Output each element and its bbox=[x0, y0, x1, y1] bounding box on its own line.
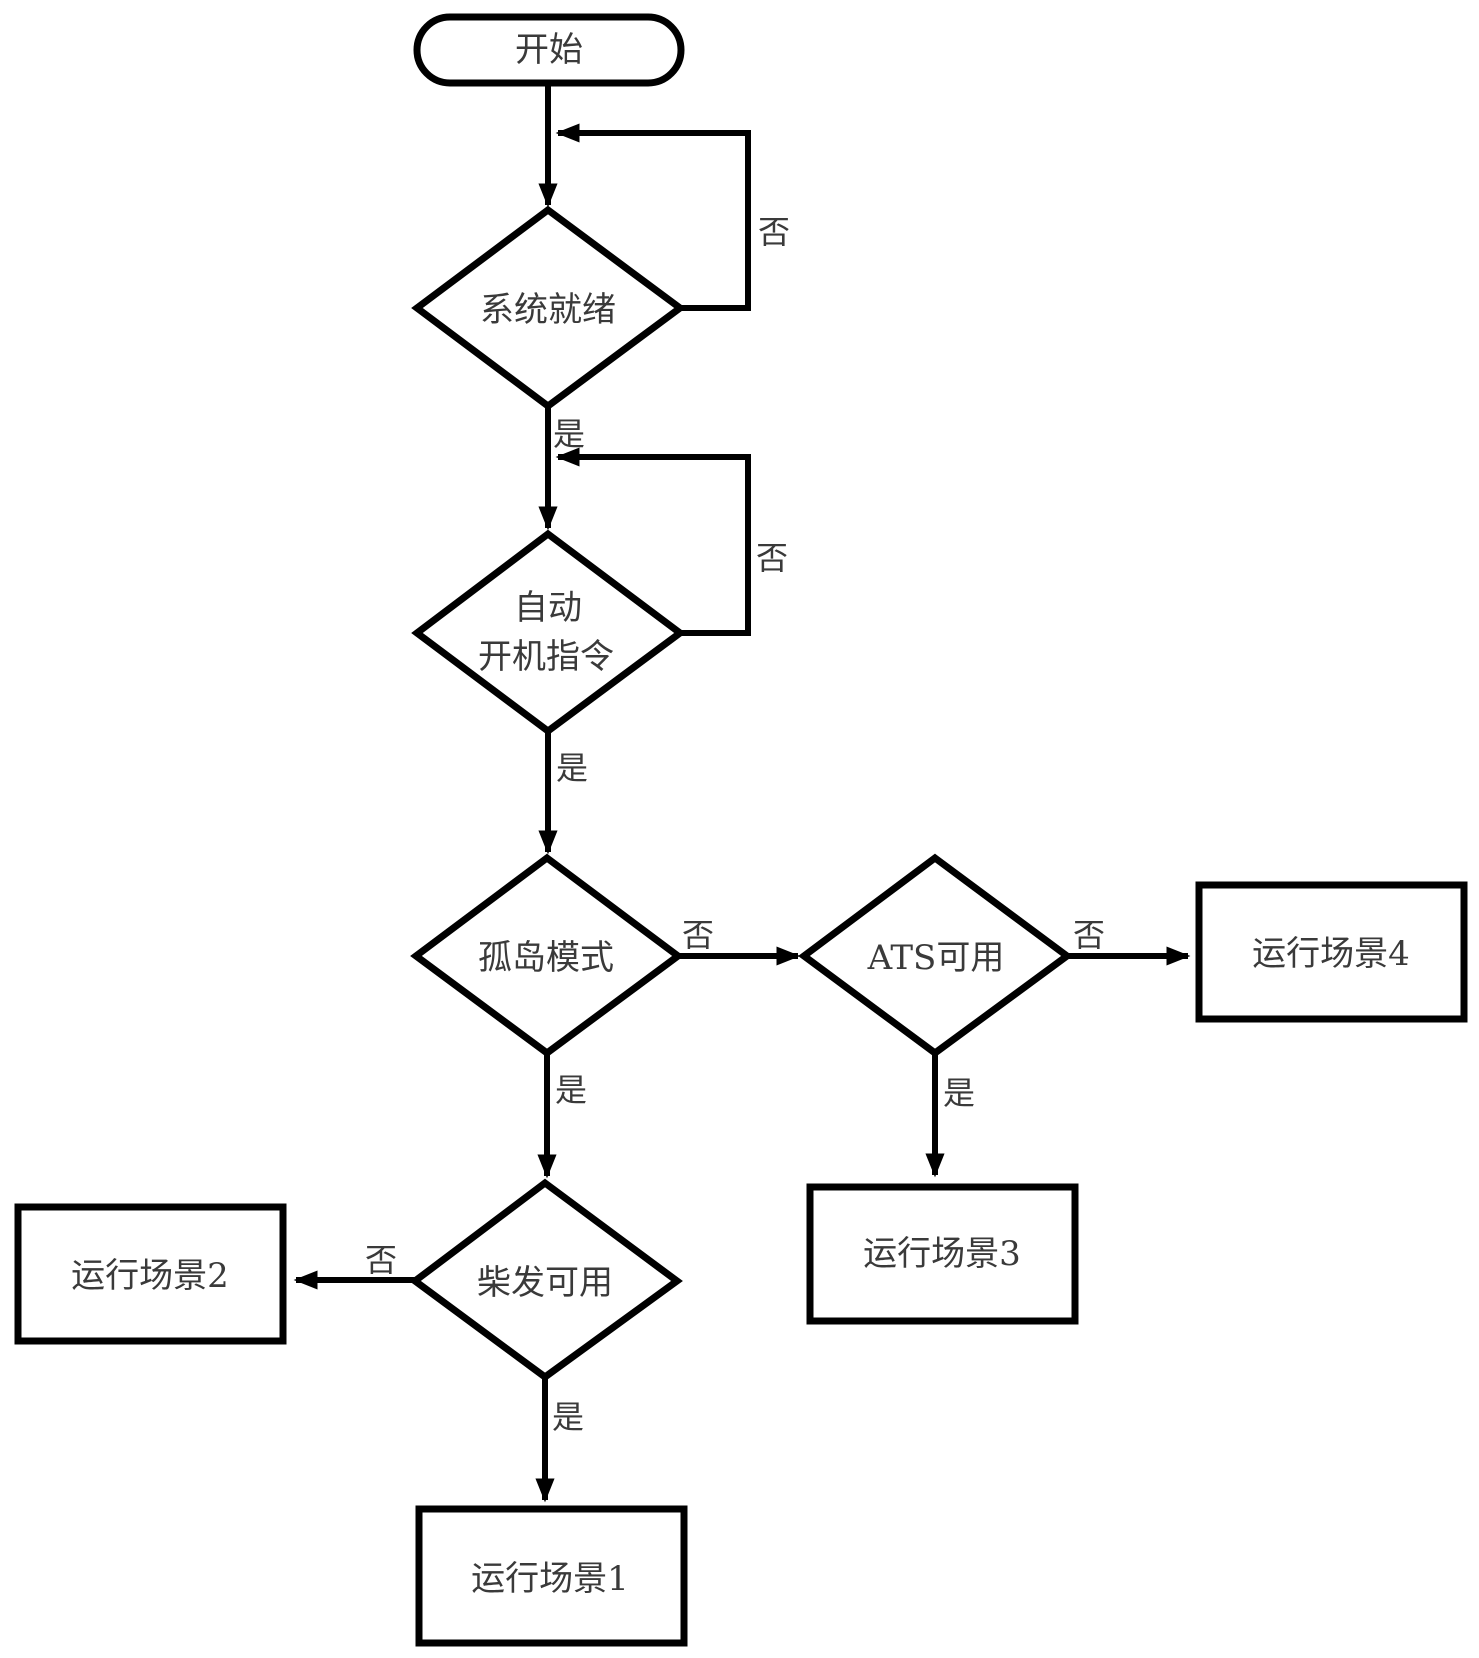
node-scenario-3[interactable]: 运行场景3 bbox=[806, 1183, 1079, 1325]
scenario-1-label: 运行场景1 bbox=[471, 1559, 629, 1599]
edge-label-island-no: 否 bbox=[682, 916, 714, 954]
scenario-4-label: 运行场景4 bbox=[1252, 934, 1410, 974]
auto-start-label-line1: 自动 bbox=[514, 588, 582, 628]
node-scenario-1[interactable]: 运行场景1 bbox=[415, 1505, 688, 1647]
decision-shape bbox=[410, 853, 684, 1058]
process-shape bbox=[806, 1183, 1079, 1325]
edge-label-ats-yes: 是 bbox=[943, 1074, 975, 1112]
decision-shape bbox=[409, 1178, 683, 1382]
process-shape bbox=[415, 1505, 688, 1647]
node-island-mode[interactable]: 孤岛模式 bbox=[410, 853, 684, 1058]
node-scenario-4[interactable]: 运行场景4 bbox=[1195, 881, 1468, 1023]
terminator-shape bbox=[413, 13, 685, 87]
node-auto-start-command[interactable]: 自动 开机指令 bbox=[411, 529, 686, 736]
edge-labels: 否 是 否 是 否 是 否 是 否 是 bbox=[365, 213, 1105, 1436]
ats-available-label: ATS可用 bbox=[867, 938, 1005, 978]
node-start[interactable]: 开始 bbox=[413, 13, 685, 87]
decision-shape bbox=[411, 529, 686, 736]
edge-auto-start-no-loop bbox=[555, 447, 751, 636]
scenario-2-label: 运行场景2 bbox=[71, 1256, 229, 1296]
edge-label-island-yes: 是 bbox=[555, 1071, 587, 1109]
system-ready-label: 系统就绪 bbox=[480, 290, 616, 330]
node-ats-available[interactable]: ATS可用 bbox=[798, 853, 1073, 1058]
edge-label-system-ready-no: 否 bbox=[758, 213, 790, 251]
edge-label-ats-no: 否 bbox=[1073, 916, 1105, 954]
edge-label-diesel-no: 否 bbox=[365, 1241, 397, 1279]
edge-label-diesel-yes: 是 bbox=[552, 1398, 584, 1436]
connectors bbox=[293, 86, 1191, 1503]
process-shape bbox=[1195, 881, 1468, 1023]
edge-label-auto-start-no: 否 bbox=[756, 539, 788, 577]
diesel-available-label: 柴发可用 bbox=[477, 1263, 613, 1303]
node-diesel-available[interactable]: 柴发可用 bbox=[409, 1178, 683, 1382]
edge-label-system-ready-yes: 是 bbox=[553, 415, 585, 453]
edge-system-ready-no-loop bbox=[555, 123, 751, 311]
decision-shape bbox=[798, 853, 1073, 1058]
node-system-ready[interactable]: 系统就绪 bbox=[411, 205, 686, 411]
scenario-3-label: 运行场景3 bbox=[863, 1234, 1021, 1274]
island-mode-label: 孤岛模式 bbox=[478, 938, 614, 978]
decision-shape bbox=[411, 205, 686, 411]
node-scenario-2[interactable]: 运行场景2 bbox=[14, 1203, 287, 1345]
auto-start-label-line2: 开机指令 bbox=[478, 637, 614, 677]
edge-label-auto-start-yes: 是 bbox=[556, 749, 588, 787]
start-label: 开始 bbox=[515, 30, 583, 70]
process-shape bbox=[14, 1203, 287, 1345]
